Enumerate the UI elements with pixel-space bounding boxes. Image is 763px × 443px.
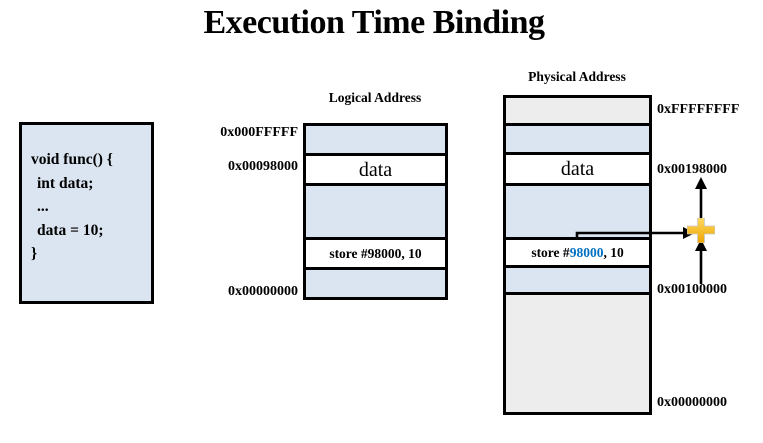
- physical-data-label: data: [560, 158, 595, 180]
- physical-address-data: 0x00198000: [657, 162, 727, 177]
- code-line: }: [31, 245, 38, 262]
- logical-segment-middle: [306, 186, 445, 240]
- page-title: Execution Time Binding: [203, 4, 545, 41]
- store-suffix: , 10: [603, 244, 624, 260]
- logical-address-header: Logical Address: [328, 90, 422, 105]
- physical-segment-6: [506, 268, 649, 295]
- logical-data-label: data: [358, 158, 393, 181]
- logical-segment-top: [306, 126, 445, 156]
- code-block: void func() { int data; ... data = 10; }: [19, 122, 154, 304]
- physical-address-max: 0xFFFFFFFF: [657, 102, 740, 117]
- code-line: int data;: [37, 174, 94, 192]
- logical-store-instruction: store #98000, 10: [329, 245, 422, 261]
- physical-segment-4: [506, 186, 649, 240]
- adder-to-physical-address-arrow: [695, 177, 707, 221]
- logical-address-max: 0x000FFFFF: [220, 125, 298, 140]
- physical-memory-box: data store #98000, 10: [503, 95, 652, 415]
- code-line: ...: [37, 198, 49, 215]
- physical-address-zero: 0x00000000: [657, 395, 727, 410]
- physical-store-segment: store #98000, 10: [506, 240, 649, 268]
- store-address-highlight: 98000: [569, 244, 604, 260]
- base-to-adder-arrow: [695, 239, 707, 284]
- physical-store-instruction: store #98000, 10: [531, 245, 623, 261]
- store-prefix: store #: [531, 244, 570, 260]
- physical-segment-top: [506, 98, 649, 126]
- logical-store-segment: store #98000, 10: [306, 240, 445, 270]
- physical-segment-bottom: [506, 295, 649, 412]
- plus-adder-icon: [686, 217, 716, 244]
- physical-data-segment: data: [506, 155, 649, 186]
- logical-data-segment: data: [306, 156, 445, 186]
- logical-address-zero: 0x00000000: [228, 284, 298, 299]
- code-line: data = 10;: [37, 221, 104, 239]
- logical-memory-box: data store #98000, 10: [303, 123, 448, 300]
- code-line: void func() {: [31, 151, 113, 168]
- logical-segment-bottom: [306, 270, 445, 297]
- physical-address-header: Physical Address: [528, 69, 626, 84]
- logical-address-data: 0x00098000: [228, 159, 298, 174]
- physical-address-base: 0x00100000: [657, 282, 727, 297]
- physical-segment-2: [506, 126, 649, 155]
